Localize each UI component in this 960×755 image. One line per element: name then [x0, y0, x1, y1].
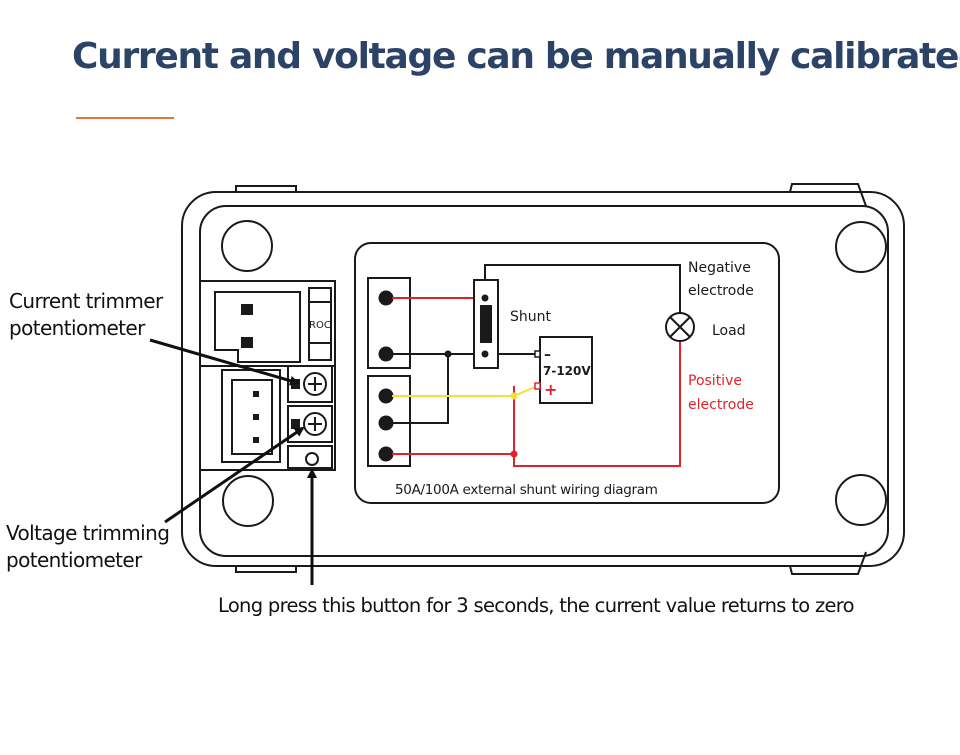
device-housing [181, 183, 905, 575]
current-trimmer-pot[interactable] [303, 372, 327, 396]
mounting-hole-bottom-left [222, 475, 274, 527]
housing-top-tab-left [235, 185, 297, 192]
terminal-block-bottom [367, 375, 411, 467]
shunt [473, 279, 499, 369]
arrow-voltage-trimmer [164, 426, 305, 524]
wires [392, 264, 681, 467]
load-lamp [665, 312, 695, 342]
voltage-trimming-callout-line-1: Voltage trimming [6, 521, 170, 545]
voltage-trimming-callout-line-2: potentiometer [6, 548, 142, 572]
arrow-current-trimmer [149, 338, 300, 386]
positive-electrode-label-2: electrode [688, 397, 754, 413]
connector-block-outline [199, 280, 336, 471]
supply-minus-terminal [534, 350, 541, 358]
housing-bottom-tab-left [235, 566, 297, 573]
positive-electrode-label-1: Positive [688, 373, 742, 389]
wiring-caption: 50A/100A external shunt wiring diagram [395, 482, 658, 498]
title-underline [76, 117, 174, 119]
pin-header-inner [231, 379, 273, 455]
current-trimmer-housing [287, 365, 333, 403]
zero-button-callout: Long press this button for 3 seconds, th… [218, 594, 855, 617]
voltage-trimming-callout: Voltage trimming potentiometer [6, 520, 170, 574]
zero-button[interactable] [305, 452, 319, 466]
supply-plus-terminal [534, 382, 541, 390]
mounting-hole-top-left [221, 220, 273, 272]
page-title: Current and voltage can be manually cali… [72, 36, 960, 77]
side-connector-text: ROC [309, 320, 331, 331]
negative-electrode-label-2: electrode [688, 283, 754, 299]
current-trimmer-callout-line-2: potentiometer [9, 316, 145, 340]
supply-plus-sign: + [544, 380, 557, 399]
voltage-trimmer-pot[interactable] [303, 412, 327, 436]
supply-minus-sign: – [544, 347, 551, 363]
wiring-panel [354, 242, 780, 504]
side-connector [308, 287, 332, 361]
voltage-trimmer-housing [287, 405, 333, 443]
supply-voltage-label: 7-120V [543, 364, 591, 378]
current-trimmer-callout: Current trimmer potentiometer [9, 288, 163, 342]
mounting-hole-top-right [835, 221, 887, 273]
wire-red-load [513, 341, 681, 467]
usb-pin-top [241, 304, 253, 315]
junction-dots [444, 350, 518, 458]
supply-box [539, 336, 593, 404]
wire-black-negative [484, 264, 681, 313]
housing-top-tab-right [789, 183, 867, 207]
negative-electrode-label-1: Negative [688, 260, 751, 276]
current-trimmer-callout-line-1: Current trimmer [9, 289, 163, 313]
usb-port [214, 291, 301, 363]
leader-arrows [149, 338, 317, 585]
load-label: Load [712, 323, 746, 339]
mounting-hole-bottom-right [835, 474, 887, 526]
housing-outer [181, 191, 905, 567]
wire-black-branch [392, 354, 449, 424]
shunt-label: Shunt [510, 309, 552, 325]
housing-bottom-tab-right [789, 551, 867, 575]
usb-pin-bottom [241, 337, 253, 348]
